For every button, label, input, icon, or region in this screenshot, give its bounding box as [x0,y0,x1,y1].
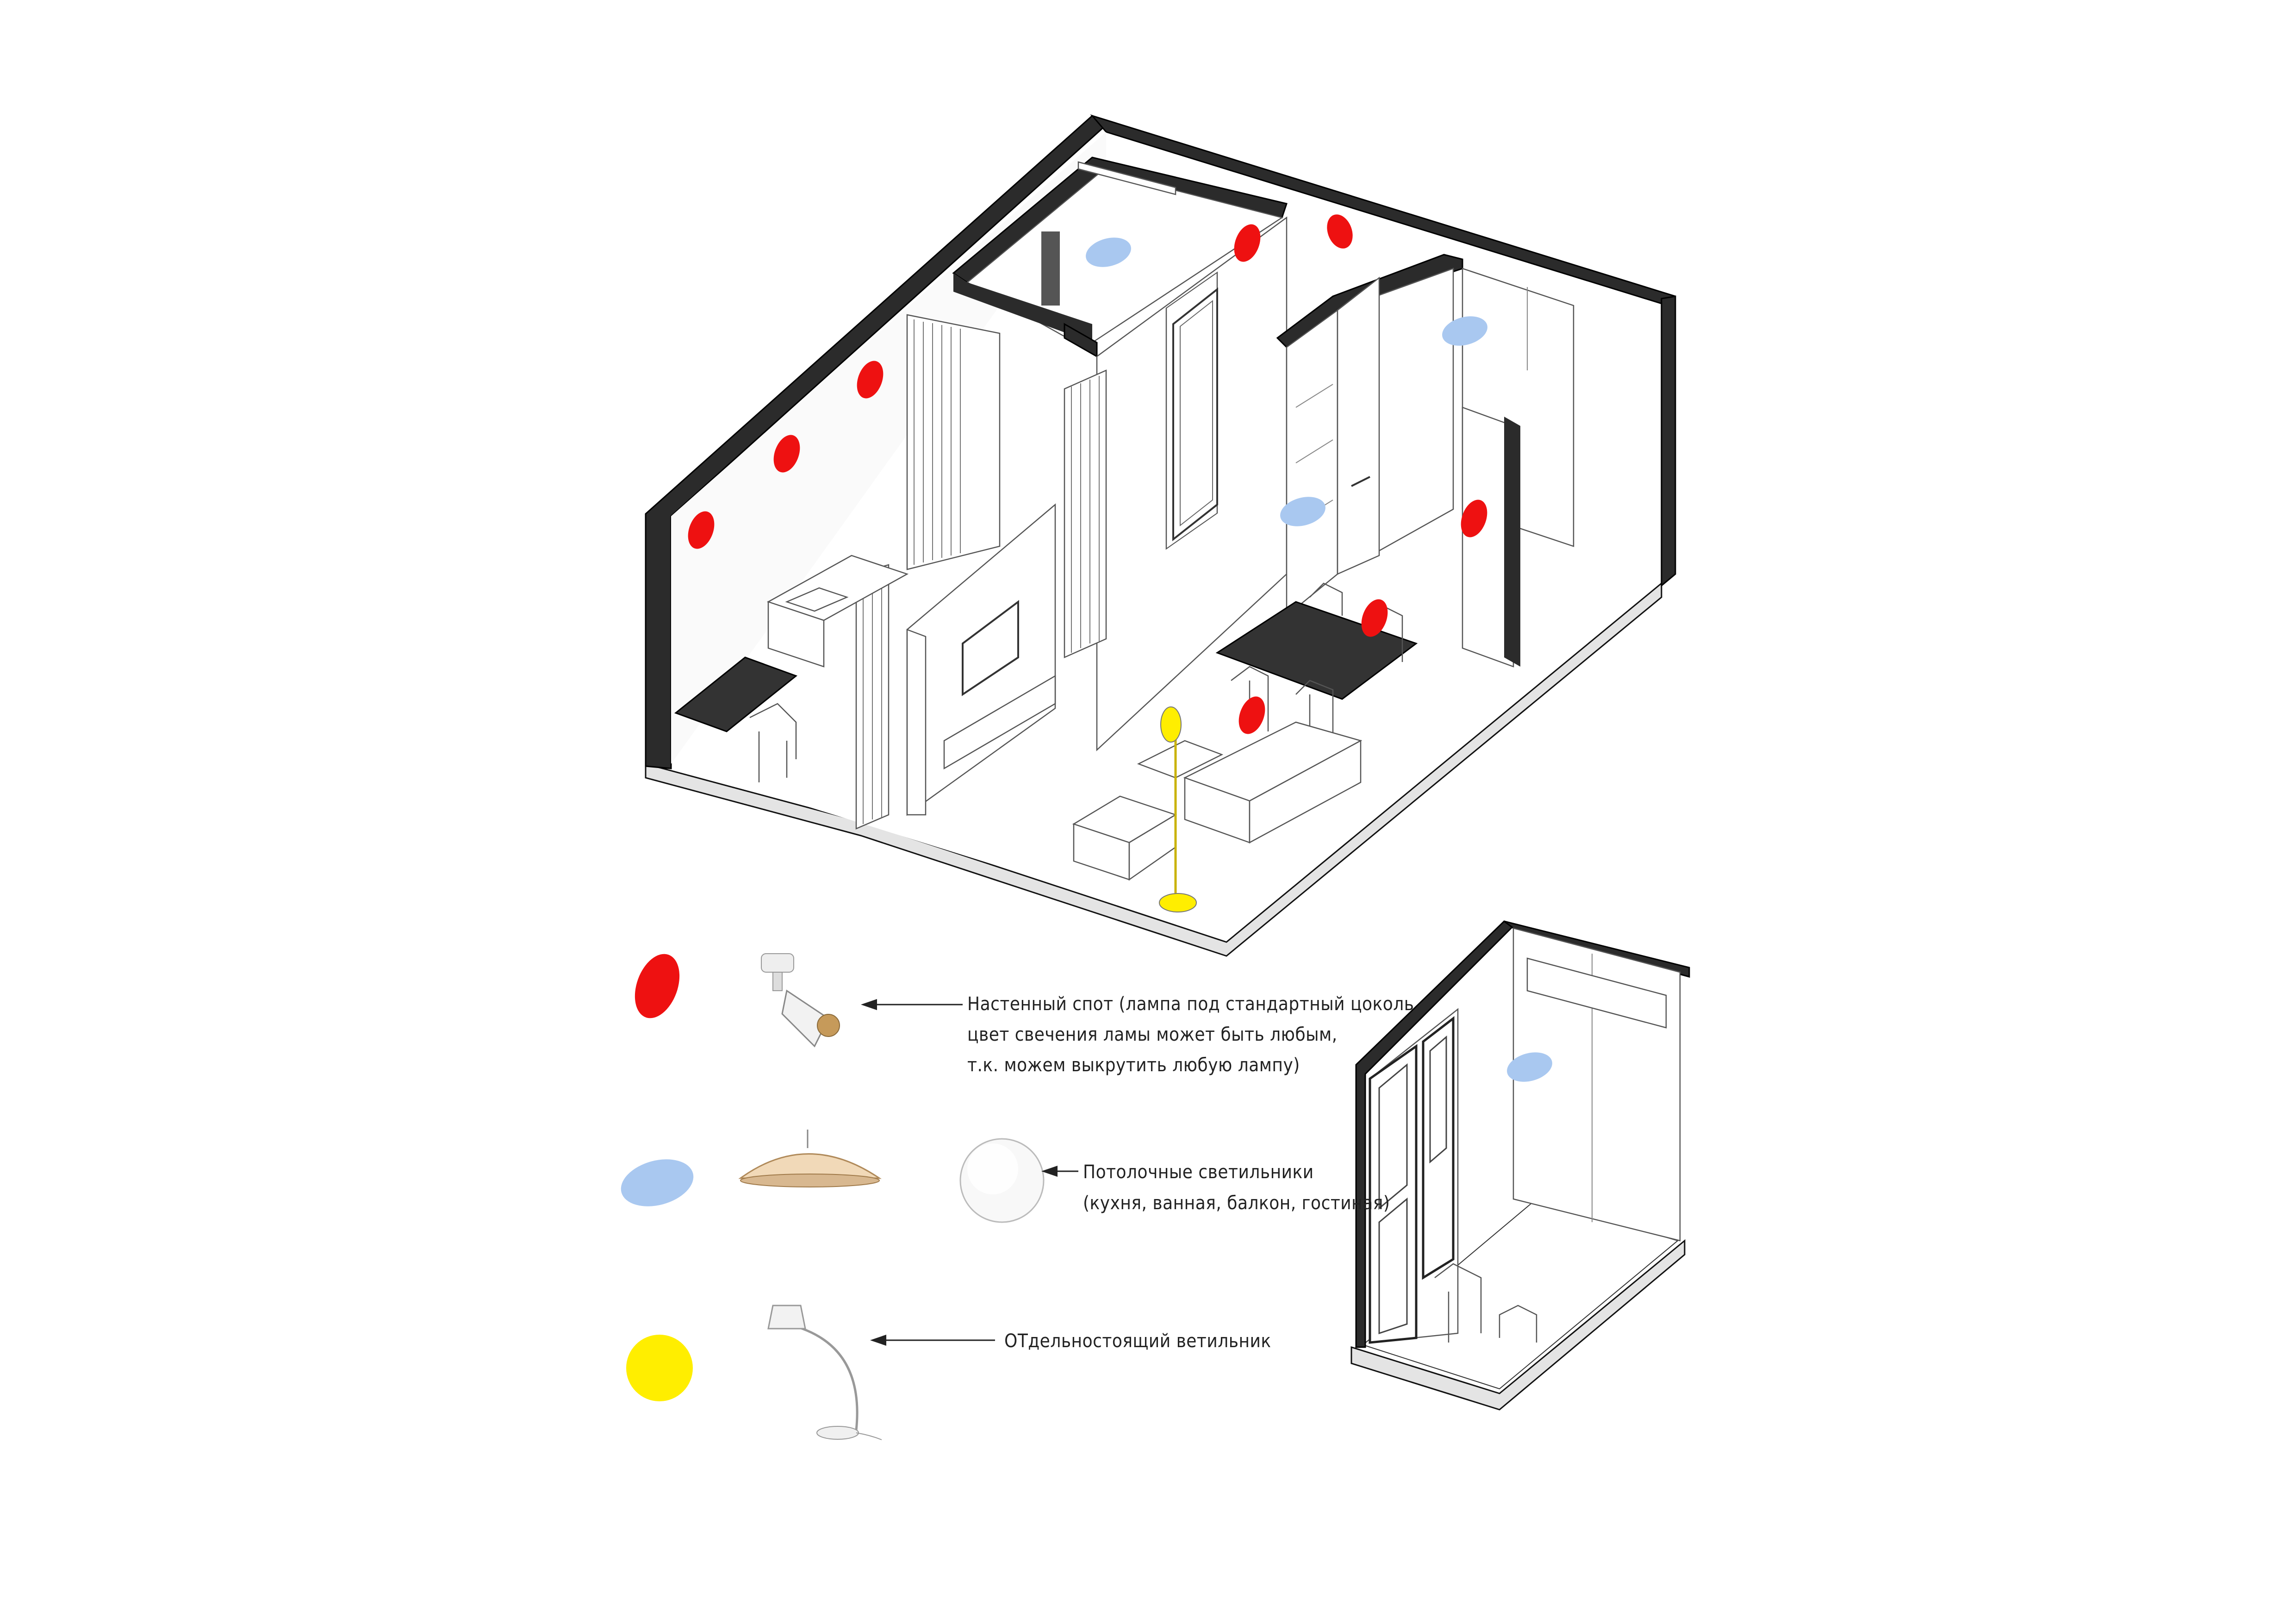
ceiling-light-marker [1442,316,1487,346]
legend-ceiling-light-swatch [621,1159,694,1206]
legend-ceiling-line1: Потолочные светильники [1083,1162,1314,1183]
ceiling-globe-lamp-icon [959,1138,1045,1223]
legend-ceiling-line2: (кухня, ванная, балкон, гостиная) [1083,1193,1390,1214]
pendant-dome-lamp-icon [738,1130,882,1187]
wall-spot-lamp-icon [761,953,840,1048]
legend-wall-spot-line1: Настенный спот (лампа под стандартный цо… [967,993,1414,1015]
balcony-axonometric [1350,920,1690,1411]
legend-arrowhead [1041,1166,1058,1177]
legend: Настенный спот (лампа под стандартный цо… [621,953,1414,1440]
wall-spot-marker [1238,696,1265,734]
sofa [1072,721,1363,881]
hallway-partition [1096,216,1288,751]
legend-floor-lamp-line1: ОТдельностоящий ветильник [1004,1330,1271,1352]
towel-radiator [1041,231,1060,306]
balcony-door [1369,1044,1418,1344]
legend-floor-lamp-swatch [626,1335,693,1401]
tv-screen [962,600,1019,696]
wall-spot-marker [857,361,884,399]
legend-arrowhead [870,1335,886,1346]
entrance-door [1172,287,1218,542]
wall-spot-marker [1361,599,1388,637]
wall-spot-marker [1327,214,1353,249]
wall-spot-marker [1234,224,1261,262]
kitchen-zone [1276,254,1574,668]
legend-arrowhead [861,999,877,1010]
ceiling-light-marker [1507,1052,1552,1082]
ceiling-lights [1086,237,1487,526]
bed [766,555,909,668]
legend-wall-spot-line2: цвет свечения ламы может быть любым, [967,1024,1338,1045]
wall-spot-marker [1461,500,1487,537]
bedroom-curtains [855,314,1107,830]
balcony-floor-slab [1350,1239,1686,1411]
legend-wall-spot-line3: т.к. можем выкрутить любую лампу) [967,1055,1300,1076]
wall-spot-marker [688,511,715,549]
right-outer-wall [1661,295,1676,587]
ceiling-light-marker [1280,497,1325,526]
wall-spots [688,214,1487,734]
arc-floor-lamp-icon [767,1305,882,1440]
tv-partition [906,503,1056,816]
dining-table [1215,582,1418,741]
floor-lamp-in-room [1159,706,1197,912]
bathroom-block [952,156,1288,358]
ceiling-light-marker [1086,237,1131,267]
desk [674,656,798,782]
legend-wall-spot-swatch [635,954,680,1018]
apartment-floor-slab [645,581,1662,957]
apartment-axonometric [645,114,1676,957]
wall-spot-marker [773,435,800,473]
